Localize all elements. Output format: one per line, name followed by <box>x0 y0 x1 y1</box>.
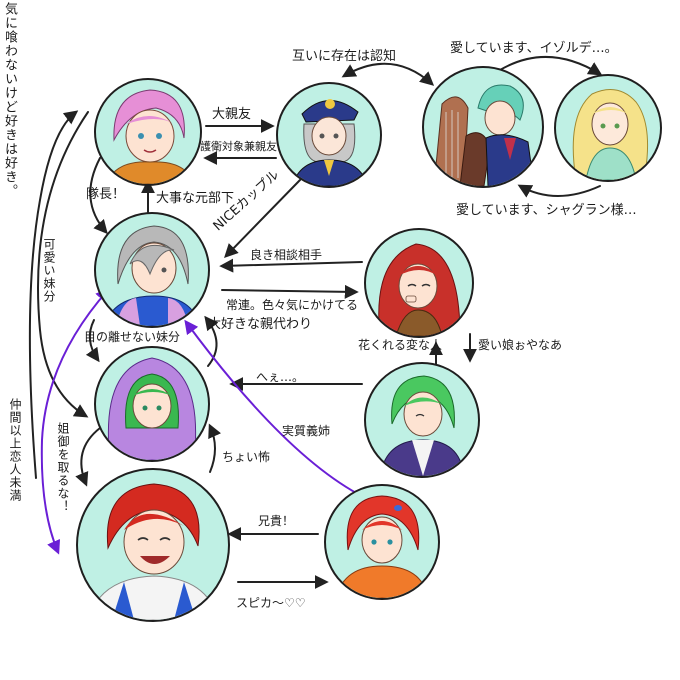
label-real-sister-in-law: 実質義姉 <box>282 424 331 438</box>
portrait-pink-hair <box>94 78 202 186</box>
label-cute-daughter: 愛い娘ぉやなあ <box>478 338 563 352</box>
label-sister-defense: 姐御を取るな！ <box>56 422 70 513</box>
portrait-red-hair-youth <box>324 484 440 600</box>
label-top-vertical: 気に喰わないけど好きは好き。 <box>2 2 17 198</box>
label-spica: スピカ〜♡♡ <box>236 596 306 610</box>
label-regular: 常連。色々気にかけてる <box>226 298 359 312</box>
arrow-more-than-friends <box>40 287 110 555</box>
portrait-silver-hair <box>94 212 210 328</box>
label-beloved-parent: 大好きな親代わり <box>208 317 313 332</box>
label-big-bro: 兄貴！ <box>258 514 295 528</box>
arrow-top-vertical <box>28 110 79 479</box>
arrow-bit-scary <box>208 423 222 473</box>
label-guard-friend: 護衛対象兼親友 <box>200 140 277 153</box>
label-more-than-friends: 仲間以上恋人未満 <box>8 398 22 502</box>
label-former-subordinate: 大事な元部下 <box>156 191 235 206</box>
label-captain: 隊長！ <box>86 187 126 202</box>
arrow-real-sister-in-law <box>184 319 359 495</box>
label-gives-flowers: 花くれる変な人 <box>358 338 443 352</box>
arrow-captain <box>89 157 108 235</box>
label-best-friend: 大親友 <box>212 107 252 122</box>
arrow-love-sigurun <box>517 184 601 198</box>
label-bit-scary: ちょい怖 <box>222 450 271 464</box>
portrait-green-hair-man <box>364 362 480 478</box>
label-love-isolde: 愛しています、イゾルデ…。 <box>450 41 618 56</box>
label-cant-take-eyes: 目の離せない妹分 <box>84 330 181 344</box>
portrait-red-hair-laughing <box>76 468 230 622</box>
portrait-conductor <box>276 82 382 188</box>
label-love-sigurun: 愛しています、シャグラン様… <box>456 203 637 218</box>
portrait-red-hair-woman <box>364 228 474 338</box>
portrait-green-hood <box>94 346 210 462</box>
arrow-sister-defense <box>75 427 101 487</box>
arrow-good-advisor <box>219 258 363 273</box>
arrow-mutual-awareness <box>341 62 435 86</box>
arrow-nice-couple <box>224 179 301 259</box>
label-cute-sister: 可愛い妹分 <box>42 238 56 303</box>
label-hee: へぇ…。 <box>256 370 305 384</box>
arrow-regular <box>221 284 359 299</box>
portrait-harp-couple <box>422 66 544 188</box>
label-mutual-awareness: 互いに存在は認知 <box>292 49 397 64</box>
arrow-beloved-parent <box>204 315 219 367</box>
arrow-love-isolde <box>499 55 603 76</box>
portrait-blonde <box>554 74 662 182</box>
label-good-advisor: 良き相談相手 <box>250 248 323 262</box>
